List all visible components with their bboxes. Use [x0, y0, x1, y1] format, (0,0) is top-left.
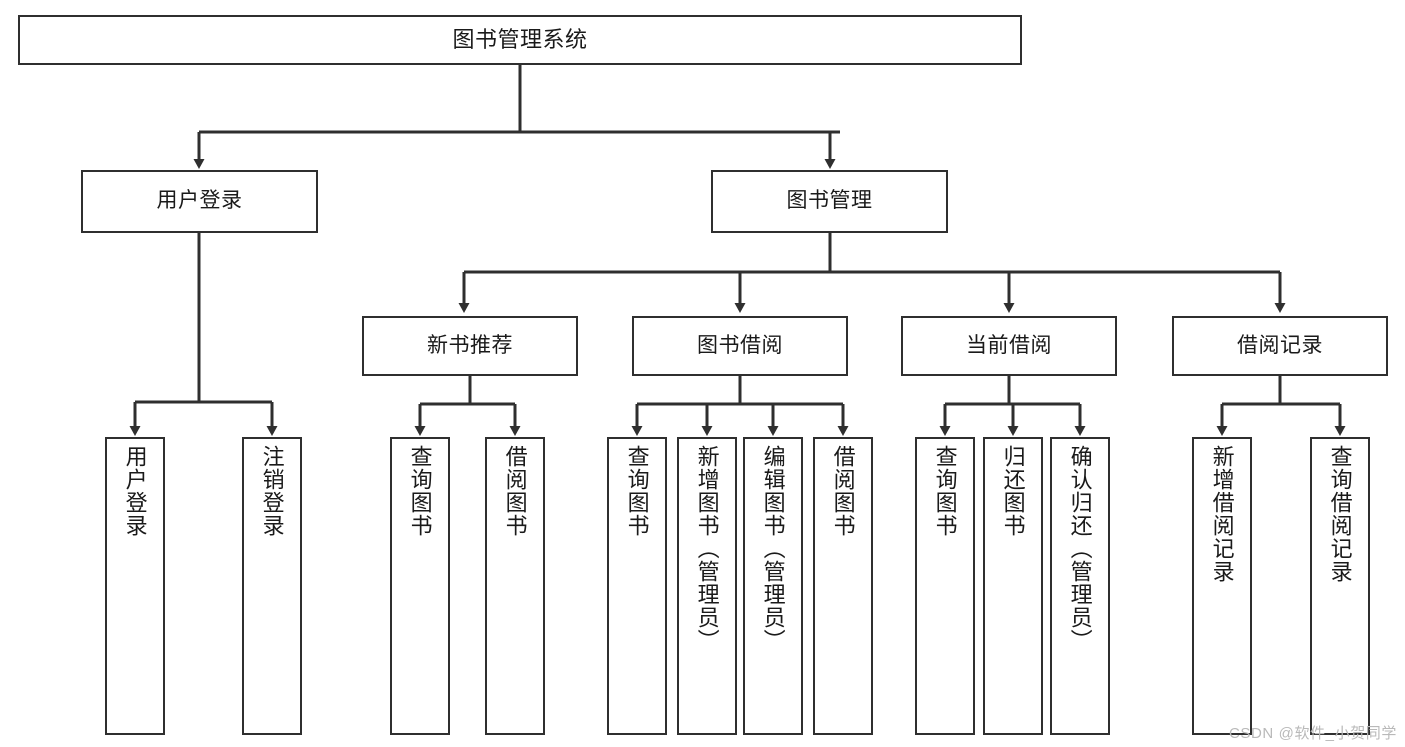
leaf-query-record-label: 查询借阅记录 [1327, 445, 1353, 583]
leaf-query-record[interactable]: 查询借阅记录 [1310, 437, 1370, 735]
node-book-management[interactable]: 图书管理 [711, 170, 948, 233]
leaf-query-book-1[interactable]: 查询图书 [390, 437, 450, 735]
leaf-user-login-label: 用户登录 [122, 445, 148, 537]
leaf-add-book-label: 新增图书（管理员） [694, 445, 720, 652]
leaf-query-book-3-label: 查询图书 [932, 445, 958, 537]
leaf-borrow-book-2[interactable]: 借阅图书 [813, 437, 873, 735]
node-borrow-record-label: 借阅记录 [1237, 333, 1323, 357]
leaf-query-book-3[interactable]: 查询图书 [915, 437, 975, 735]
leaf-edit-book[interactable]: 编辑图书（管理员） [743, 437, 803, 735]
node-user-login-label: 用户登录 [156, 189, 243, 213]
node-book-borrow[interactable]: 图书借阅 [632, 316, 848, 376]
leaf-query-book-1-label: 查询图书 [407, 445, 433, 537]
node-root-label: 图书管理系统 [452, 27, 588, 53]
leaf-query-book-2[interactable]: 查询图书 [607, 437, 667, 735]
leaf-add-record[interactable]: 新增借阅记录 [1192, 437, 1252, 735]
leaf-borrow-book-1-label: 借阅图书 [502, 445, 528, 537]
node-current-borrow-label: 当前借阅 [966, 333, 1052, 357]
leaf-return-book[interactable]: 归还图书 [983, 437, 1043, 735]
node-borrow-record[interactable]: 借阅记录 [1172, 316, 1388, 376]
node-root[interactable]: 图书管理系统 [18, 15, 1022, 65]
leaf-confirm-return[interactable]: 确认归还（管理员） [1050, 437, 1110, 735]
leaf-confirm-return-label: 确认归还（管理员） [1067, 445, 1093, 652]
node-current-borrow[interactable]: 当前借阅 [901, 316, 1117, 376]
node-book-management-label: 图书管理 [786, 189, 873, 213]
leaf-logout-login-label: 注销登录 [259, 445, 285, 537]
leaf-edit-book-label: 编辑图书（管理员） [760, 445, 786, 652]
leaf-user-login[interactable]: 用户登录 [105, 437, 165, 735]
leaf-return-book-label: 归还图书 [1000, 445, 1026, 537]
leaf-query-book-2-label: 查询图书 [624, 445, 650, 537]
leaf-borrow-book-1[interactable]: 借阅图书 [485, 437, 545, 735]
node-new-book-recommend-label: 新书推荐 [427, 333, 513, 357]
leaf-borrow-book-2-label: 借阅图书 [830, 445, 856, 537]
node-book-borrow-label: 图书借阅 [697, 333, 783, 357]
leaf-add-book[interactable]: 新增图书（管理员） [677, 437, 737, 735]
node-new-book-recommend[interactable]: 新书推荐 [362, 316, 578, 376]
leaf-logout-login[interactable]: 注销登录 [242, 437, 302, 735]
node-user-login[interactable]: 用户登录 [81, 170, 318, 233]
leaf-add-record-label: 新增借阅记录 [1209, 445, 1235, 583]
